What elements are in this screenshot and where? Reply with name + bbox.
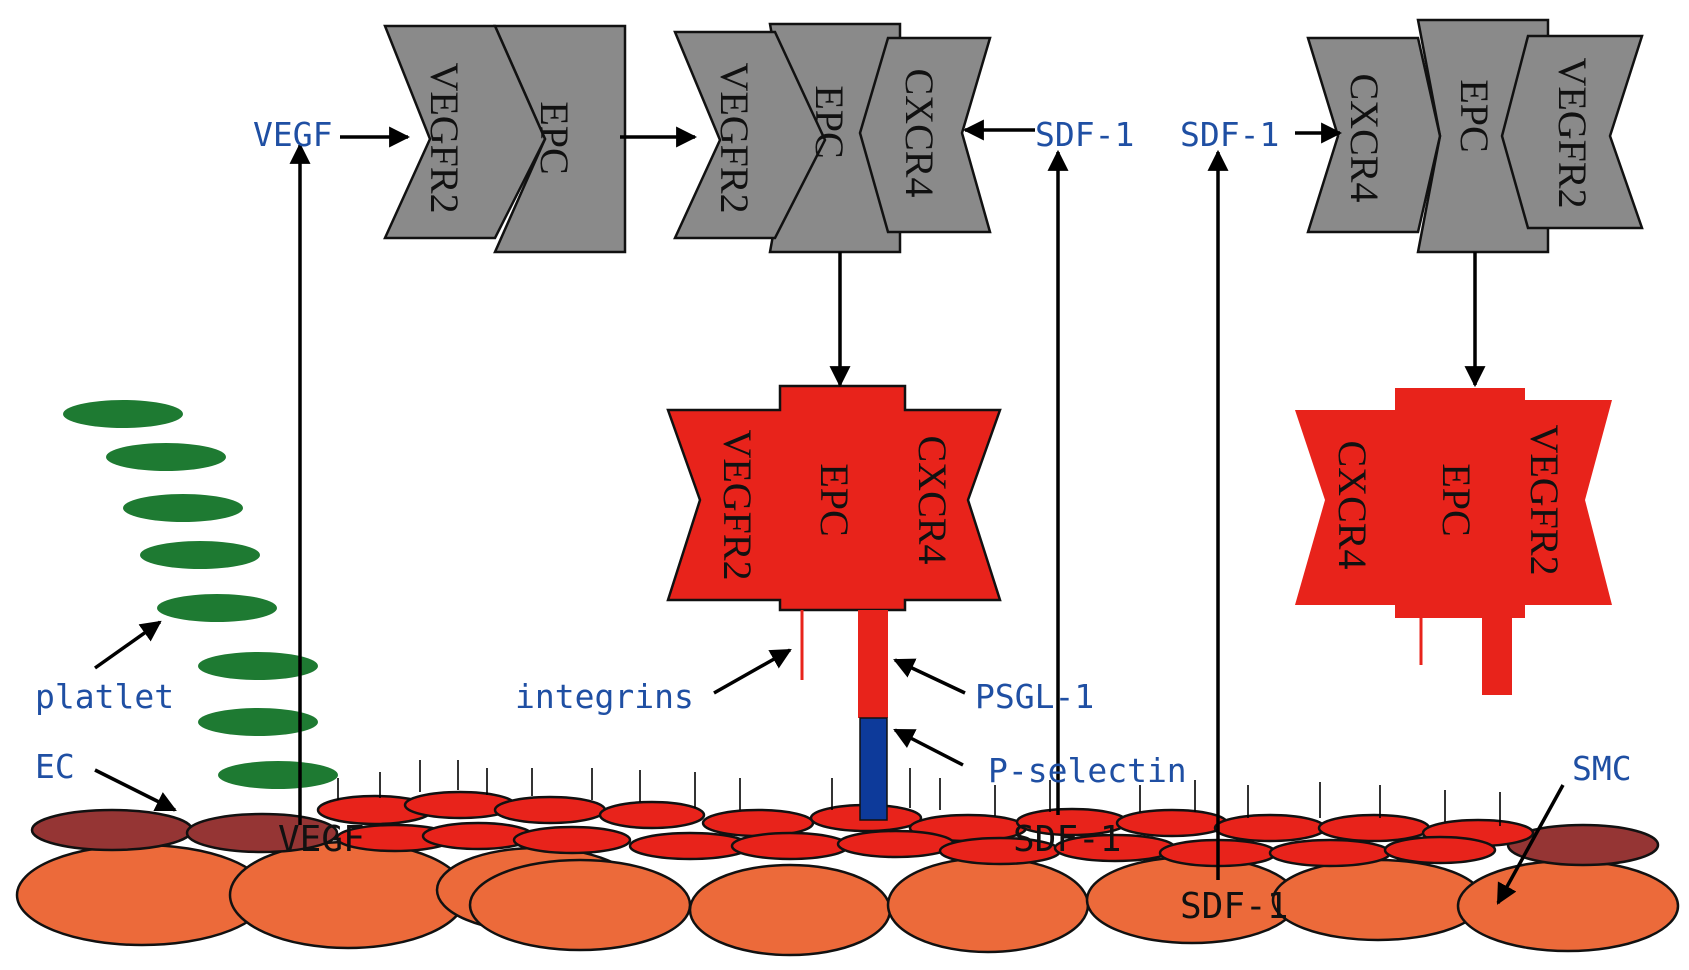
arrow-icon: [94, 768, 177, 812]
integrins-label: integrins: [515, 677, 694, 716]
gray1-center-label: EPC: [532, 101, 577, 174]
arrows: [93, 119, 1565, 905]
ec-cell: [512, 825, 632, 855]
sdf1-bottom-label-b: SDF-1: [1180, 886, 1288, 927]
gray3-left-label: CXCR4: [1342, 74, 1387, 203]
p-selectin-label: P-selectin: [988, 751, 1187, 790]
arrow-icon: [893, 658, 966, 695]
ec-cell: [1213, 813, 1327, 843]
smc-cell: [468, 858, 692, 952]
platelet: [218, 761, 338, 789]
red1-left-label: VEGFR2: [715, 429, 760, 580]
gray-epc-1: VEGFR2 EPC: [383, 24, 627, 254]
ec-cell-dark: [30, 808, 194, 852]
labels: VEGF SDF-1 SDF-1 platlet EC integrins PS…: [35, 115, 1632, 927]
gray-epc-2: VEGFR2 EPC CXCR4: [673, 22, 992, 254]
platelet: [140, 541, 260, 569]
ec-cell: [1268, 838, 1392, 868]
platelet: [157, 594, 277, 622]
sdf1-top-label-b: SDF-1: [1180, 115, 1279, 154]
red1-right-label: CXCR4: [910, 436, 955, 565]
smc-cell: [688, 863, 892, 957]
vegf-bottom-label: VEGF: [278, 819, 365, 860]
smc-cell: [886, 856, 1090, 954]
psgl1-stem: [858, 610, 888, 718]
ec-cell: [493, 795, 607, 825]
ec-label: EC: [35, 747, 75, 786]
smc-cell: [1456, 859, 1680, 953]
gray2-left-label: VEGFR2: [712, 62, 757, 213]
arrow-icon: [93, 620, 162, 670]
red-epc-2: CXCR4 EPC VEGFR2: [1295, 388, 1612, 695]
platelets: [63, 400, 338, 789]
ec-layer: [30, 790, 1660, 868]
red2-center-label: EPC: [1434, 463, 1479, 536]
platelet: [63, 400, 183, 428]
arrow-icon: [893, 728, 964, 767]
smc-label: SMC: [1572, 749, 1632, 788]
gray-epc-3: CXCR4 EPC VEGFR2: [1306, 18, 1644, 254]
gray2-right-label: CXCR4: [897, 69, 942, 198]
platlet-label: platlet: [35, 677, 174, 716]
red1-center-label: EPC: [812, 463, 857, 536]
ec-cell: [598, 800, 706, 830]
ec-cell: [1383, 835, 1497, 865]
red-epc-1: VEGFR2 EPC CXCR4: [666, 384, 1002, 821]
psgl1-label: PSGL-1: [975, 677, 1094, 716]
red2-stem: [1482, 615, 1512, 695]
sdf1-top-label-a: SDF-1: [1035, 115, 1134, 154]
gray2-center-label: EPC: [807, 85, 852, 158]
smc-cell: [1271, 858, 1485, 942]
ec-cell: [836, 829, 956, 859]
ec-receptor-ticks: [337, 760, 1501, 826]
gray1-left-label: VEGFR2: [422, 62, 467, 213]
ec-cell: [1115, 808, 1229, 838]
platelet: [198, 652, 318, 680]
gray3-right-label: VEGFR2: [1550, 57, 1595, 208]
arrow-icon: [713, 648, 792, 695]
gray3-center-label: EPC: [1452, 79, 1497, 152]
vegf-top-label: VEGF: [253, 115, 332, 154]
sdf1-bottom-label-a: SDF-1: [1013, 819, 1121, 860]
red2-left-label: CXCR4: [1330, 441, 1375, 570]
platelet: [198, 708, 318, 736]
platelet: [106, 443, 226, 471]
red2-right-label: VEGFR2: [1522, 424, 1567, 575]
ec-cell: [730, 831, 850, 861]
ec-cell: [1317, 813, 1431, 843]
platelet: [123, 494, 243, 522]
p-selectin-block: [859, 717, 888, 821]
arrow-icon: [1496, 784, 1565, 905]
